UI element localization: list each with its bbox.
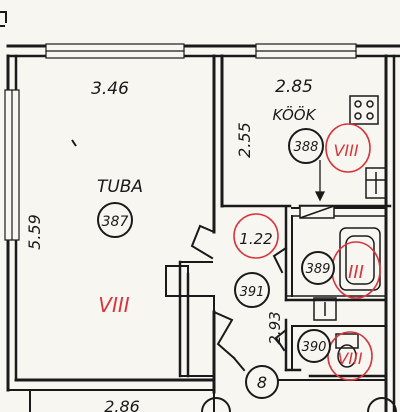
bath-mark: III [348,262,364,283]
corridor-area: 1.22 [239,230,272,248]
kitchen-number: 388 [294,140,319,155]
window-living [45,43,185,59]
kitchen-name: KÖÖK [273,105,317,124]
bathtub-icon [339,227,381,291]
living-room-mark: VIII [98,293,129,317]
number-circles [97,128,335,399]
window-left [4,89,20,241]
washbasin-icon [313,297,337,321]
window-kitchen [255,43,357,59]
living-room-number: 387 [102,214,129,230]
living-room-length: 5.59 [25,214,44,250]
wc-mark: VIII [337,349,362,368]
vent-shaft-icon [299,205,335,219]
corridor-number: 391 [240,285,265,300]
red-circle-corridor [233,213,279,259]
corridor-length: 2.93 [266,311,284,344]
bath-number: 389 [306,262,331,277]
living-room-name: TUBA [97,177,143,197]
kitchen-length: 2.55 [235,122,254,158]
kitchen-mark: VIII [333,141,358,160]
red-circle-wc [327,331,373,381]
stair-number: 8 [257,373,267,392]
kitchen-width: 2.85 [275,77,313,97]
living-room-width: 3.46 [91,79,129,99]
stove-icon [349,95,379,125]
wc-number: 390 [302,340,327,355]
bottom-dimension: 2.86 [104,397,140,412]
walls [0,11,400,412]
tick-mark [71,139,77,147]
toilet-icon [335,333,359,368]
arrow-icon [314,160,326,202]
red-circle-kitchen [325,123,371,173]
sink-icon [365,167,387,199]
bottom-fixtures [201,397,397,412]
